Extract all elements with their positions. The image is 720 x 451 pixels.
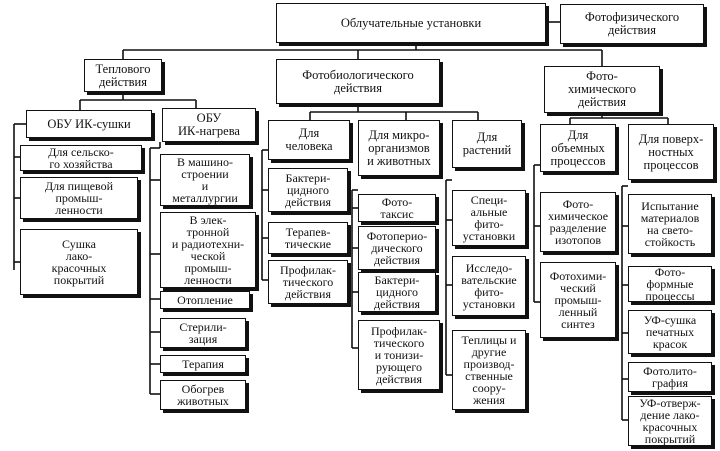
surface-item-lightfastness: Испытание материалов на свето- стойкость xyxy=(628,194,712,254)
ir-drying-node: ОБУ ИК-сушки xyxy=(26,110,152,138)
plants-node: Для растений xyxy=(452,120,522,168)
human-node: Для человека xyxy=(268,120,350,160)
volume-processes-node: Для объемных процессов xyxy=(540,124,616,172)
ir-heating-item-sterilization: Стерили- зация xyxy=(160,318,246,348)
ir-drying-item-food-industry: Для пищевой промыш- ленности xyxy=(20,177,138,219)
ir-heating-item-animal-heating: Обогрев животных xyxy=(160,380,246,410)
ir-heating-node: ОБУ ИК-нагрева xyxy=(162,108,256,142)
human-item-preventive: Профилак- тического действия xyxy=(268,260,348,304)
surface-processes-node: Для поверх- ностных процессов xyxy=(628,124,714,180)
ir-heating-item-heating: Отопление xyxy=(160,291,250,309)
ir-heating-item-therapy: Терапия xyxy=(160,355,246,373)
ir-heating-item-machinery: В машино- строении и металлургии xyxy=(160,154,250,206)
ir-drying-item-agriculture: Для сельско- го хозяйства xyxy=(20,145,142,171)
surface-item-uv-curing: УФ-отверж- дение лако- красочных покрыти… xyxy=(628,396,712,446)
thermal-node: Теплового действия xyxy=(84,59,162,92)
ir-drying-item-paint-coatings: Сушка лако- красочных покрытий xyxy=(20,229,138,295)
volume-item-isotope-separation: Фото- химическое разделение изотопов xyxy=(540,192,616,252)
plants-item-greenhouses: Теплицы и другие производ- ственные соор… xyxy=(452,330,526,410)
micro-item-phototaxis: Фото- таксис xyxy=(358,194,436,222)
microorganisms-node: Для микро- организмов и животных xyxy=(358,120,440,176)
root-node: Облучательные установки xyxy=(276,3,546,43)
surface-item-photoforming: Фото- формные процессы xyxy=(628,266,712,302)
micro-item-preventive-tonic: Профилак- тического и тонизи- рующего де… xyxy=(358,320,440,390)
micro-item-photoperiodic: Фотоперио- дического действия xyxy=(358,226,436,270)
volume-item-industrial-synthesis: Фотохими- ческий промыш- ленный синтез xyxy=(540,262,616,338)
plants-item-research: Исследо- вательские фито- установки xyxy=(452,256,526,316)
photobiological-node: Фотобиологического действия xyxy=(276,59,440,104)
photophysical-node: Фотофизического действия xyxy=(560,4,704,44)
ir-heating-item-electronics: В элек- тронной и радиотехни- ческой про… xyxy=(160,212,256,288)
micro-item-bactericidal: Бактери- цидного действия xyxy=(358,272,436,312)
photochemical-node: Фото- химического действия xyxy=(544,66,660,113)
plants-item-special: Специ- альные фито- установки xyxy=(452,190,526,246)
human-item-bactericidal: Бактери- цидного действия xyxy=(268,168,348,212)
surface-item-photolithography: Фотолито- графия xyxy=(628,362,712,392)
surface-item-uv-ink-drying: УФ-сушка печатных красок xyxy=(628,310,712,354)
human-item-therapeutic: Терапев- тические xyxy=(268,222,348,254)
